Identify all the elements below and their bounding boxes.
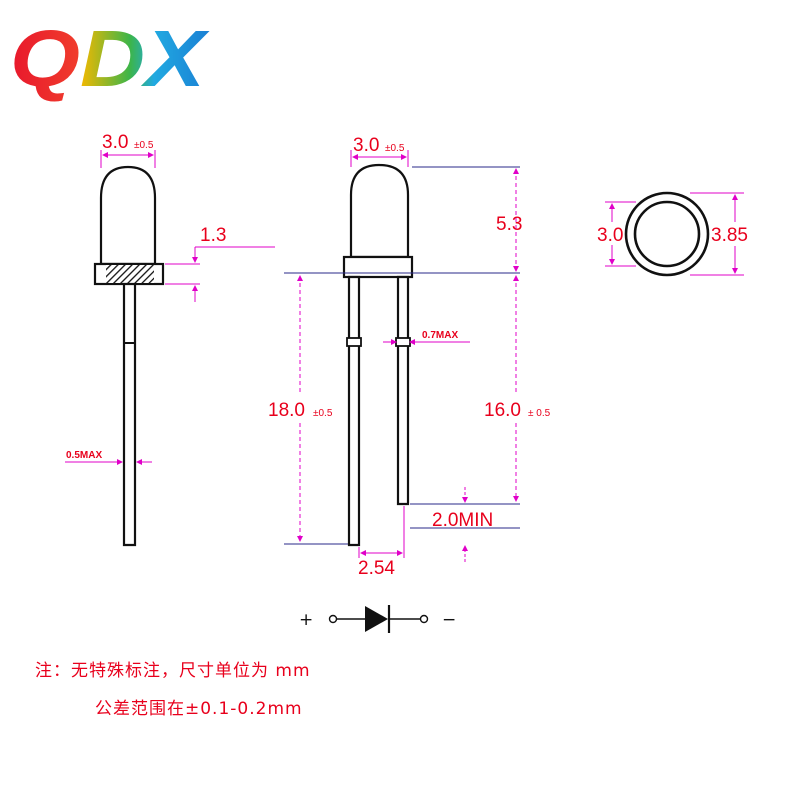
side-width-tol: ±0.5 (134, 140, 154, 151)
side-lens-body (99, 165, 157, 266)
anode-terminal (328, 614, 338, 624)
lead-value: 0.5MAX (66, 450, 102, 461)
flange-value: 1.3 (200, 225, 226, 246)
front-view: 3.0 ±0.5 5.3 18.0 ±0.5 16.0 ± 0.5 0.7MAX… (264, 135, 562, 579)
short-lead-tol: ± 0.5 (528, 408, 551, 419)
diff-value: 2.0MIN (432, 510, 493, 531)
inner-ring (633, 200, 701, 268)
short-lead (396, 275, 410, 506)
cathode-terminal (419, 614, 429, 624)
front-lens-body (349, 163, 410, 259)
short-lead-value: 16.0 (484, 400, 521, 421)
long-lead-tol: ±0.5 (313, 408, 333, 419)
side-view: 3.0 ±0.5 1.3 0.5MAX (65, 132, 275, 547)
anode-sign: + (299, 610, 313, 630)
long-lead-value: 18.0 (268, 400, 305, 421)
pitch-value: 2.54 (358, 558, 395, 579)
side-flange-hatch (106, 265, 154, 283)
diode-symbol: + − (299, 605, 456, 633)
front-width-value: 3.0 (353, 135, 379, 156)
cathode-sign: − (442, 610, 456, 630)
inner-value: 3.0 (597, 225, 623, 246)
long-lead (347, 275, 361, 547)
short-lead-kink (395, 337, 411, 347)
logo-text: QDX (10, 14, 210, 103)
note-line-2: 公差范围在±0.1-0.2mm (95, 699, 303, 719)
top-view: 3.0 3.85 (597, 191, 748, 277)
note-line-1: 注：无特殊标注，尺寸单位为 mm (35, 661, 311, 681)
height-value: 5.3 (496, 214, 522, 235)
front-width-tol: ±0.5 (385, 143, 405, 154)
side-width-value: 3.0 (102, 132, 128, 153)
side-lead (122, 282, 137, 547)
long-lead-kink (346, 337, 362, 347)
brand-logo: QDX (10, 14, 210, 103)
short-lead-label-bg (478, 394, 562, 422)
long-lead-label-bg (264, 394, 346, 422)
front-flange (342, 255, 414, 279)
diode-triangle (365, 606, 388, 632)
outer-value: 3.85 (711, 225, 748, 246)
lead-width-value: 0.7MAX (422, 330, 458, 341)
